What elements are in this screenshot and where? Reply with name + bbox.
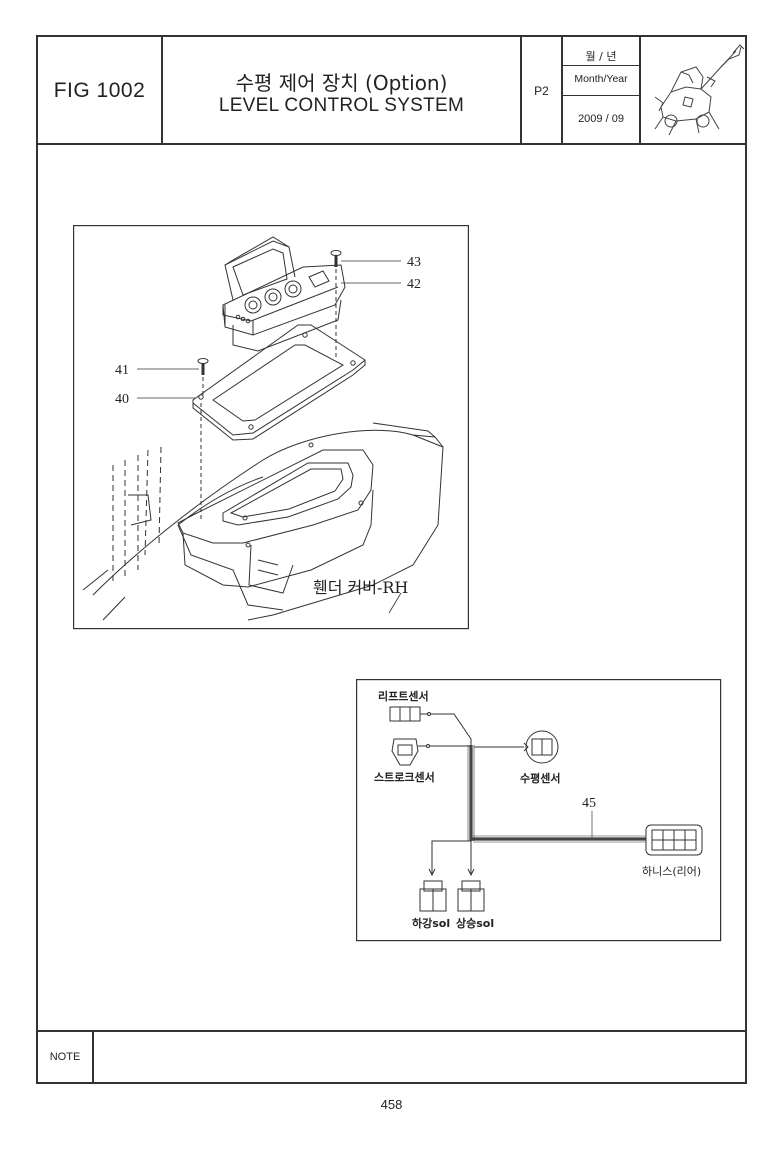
fender-cover-label: 휀더 커버-RH — [313, 578, 408, 597]
stroke-sensor-label: 스트로크센서 — [374, 770, 435, 784]
title-cell: 수평 제어 장치 (Option) LEVEL CONTROL SYSTEM — [163, 37, 522, 145]
callout-43: 43 — [407, 255, 421, 270]
lift-sensor-label: 리프트센서 — [378, 689, 429, 703]
machine-illustration-cell — [641, 37, 747, 145]
raise-sol-label: 상승sol — [456, 916, 494, 930]
machine-illustration-icon — [654, 44, 745, 136]
note-label: NOTE — [49, 1051, 81, 1063]
callout-42: 42 — [407, 277, 421, 292]
date-value: 2009 / 09 — [578, 113, 624, 125]
title-korean: 수평 제어 장치 (Option) — [235, 71, 448, 95]
fig-number: FIG 1002 — [53, 79, 146, 102]
callout-41: 41 — [115, 363, 129, 378]
callout-40: 40 — [115, 392, 129, 407]
fender-cover-assembly-diagram: 43 42 41 40 휀더 커버-RH — [73, 225, 469, 630]
title-english: LEVEL CONTROL SYSTEM — [218, 95, 465, 116]
note-label-cell: NOTE — [38, 1032, 94, 1082]
date-label-korean: 월 / 년 — [585, 50, 617, 63]
lower-sol-label: 하강sol — [412, 916, 450, 930]
fig-number-cell: FIG 1002 — [38, 37, 163, 145]
wiring-harness-diagram: 리프트센서 스트로크센서 수평센서 45 하니스(리어) 하강sol 상승sol — [356, 679, 722, 942]
note-row: NOTE — [38, 1030, 745, 1082]
harness-rear-label: 하니스(리어) — [642, 864, 701, 878]
date-label-english: Month/Year — [574, 73, 628, 85]
page-code: P2 — [534, 84, 549, 98]
harness-callout-45: 45 — [582, 796, 596, 811]
drawing-sheet: FIG 1002 수평 제어 장치 (Option) LEVEL CONTROL… — [36, 35, 747, 1084]
page-number: 458 — [380, 1097, 403, 1112]
date-cell: 월 / 년 Month/Year 2009 / 09 — [563, 37, 641, 145]
page-code-cell: P2 — [522, 37, 563, 145]
level-sensor-label: 수평센서 — [520, 771, 560, 785]
